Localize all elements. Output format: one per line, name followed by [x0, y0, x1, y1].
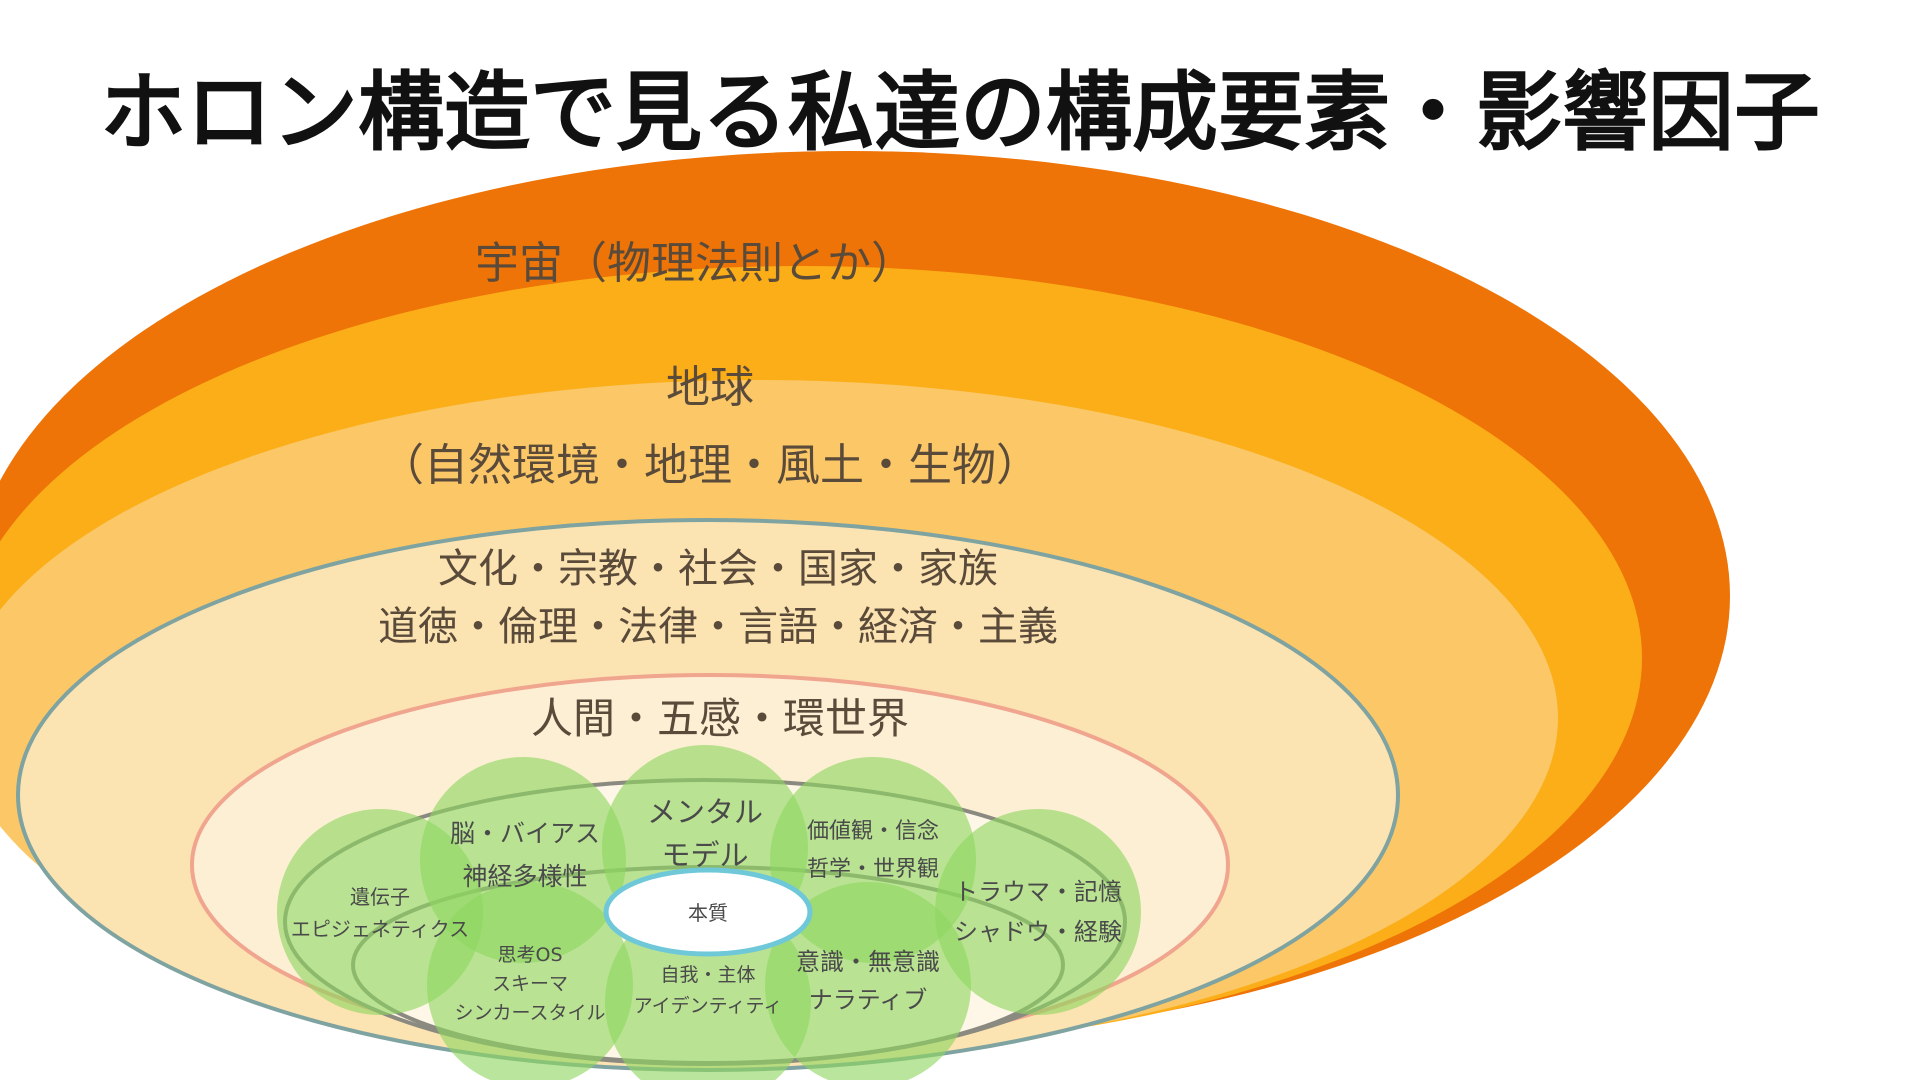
core-label: 本質 [688, 901, 728, 925]
thinking-os-label-line-1: 思考OS [497, 944, 562, 966]
culture-label-line-1: 文化・宗教・社会・国家・家族 [438, 546, 998, 592]
universe-label: 宇宙（物理法則とか） [475, 238, 915, 289]
values-label-line-1: 価値観・信念 [807, 819, 939, 844]
values-label-line-2: 哲学・世界観 [807, 857, 939, 882]
consciousness-node [765, 882, 971, 1080]
consciousness-label-line-2: ナラティブ [809, 986, 928, 1014]
earth-label-line-2: （自然環境・地理・風土・生物） [380, 440, 1040, 491]
thinking-os-node [427, 882, 633, 1080]
trauma-label-line-2: シャドウ・経験 [954, 918, 1122, 946]
gene-label-line-1: 遺伝子 [350, 885, 410, 909]
culture-label-line-2: 道徳・倫理・法律・言語・経済・主義 [378, 604, 1058, 650]
thinking-os-label-line-3: シンカースタイル [454, 1002, 605, 1024]
consciousness-label-line-1: 意識・無意識 [796, 948, 940, 976]
earth-label-line-1: 地球 [666, 362, 754, 413]
thinking-os-label-line-2: スキーマ [492, 973, 568, 995]
page-title: ホロン構造で見る私達の構成要素・影響因子 [100, 63, 1820, 163]
human-label: 人間・五感・環世界 [531, 694, 909, 743]
brain-label-line-2: 神経多様性 [462, 862, 587, 891]
brain-label-line-1: 脳・バイアス [450, 819, 600, 848]
ego-label-line-1: 自我・主体 [660, 964, 755, 986]
trauma-node [935, 809, 1141, 1015]
core-ellipse [603, 867, 813, 957]
mental-model-label-line-1: メンタル [647, 795, 763, 829]
trauma-label-line-1: トラウマ・記憶 [954, 878, 1122, 906]
mental-model-label-line-2: モデル [661, 838, 748, 872]
gene-label-line-2: エピジェネティクス [291, 917, 469, 941]
ego-label-line-2: アイデンティティ [634, 995, 783, 1017]
